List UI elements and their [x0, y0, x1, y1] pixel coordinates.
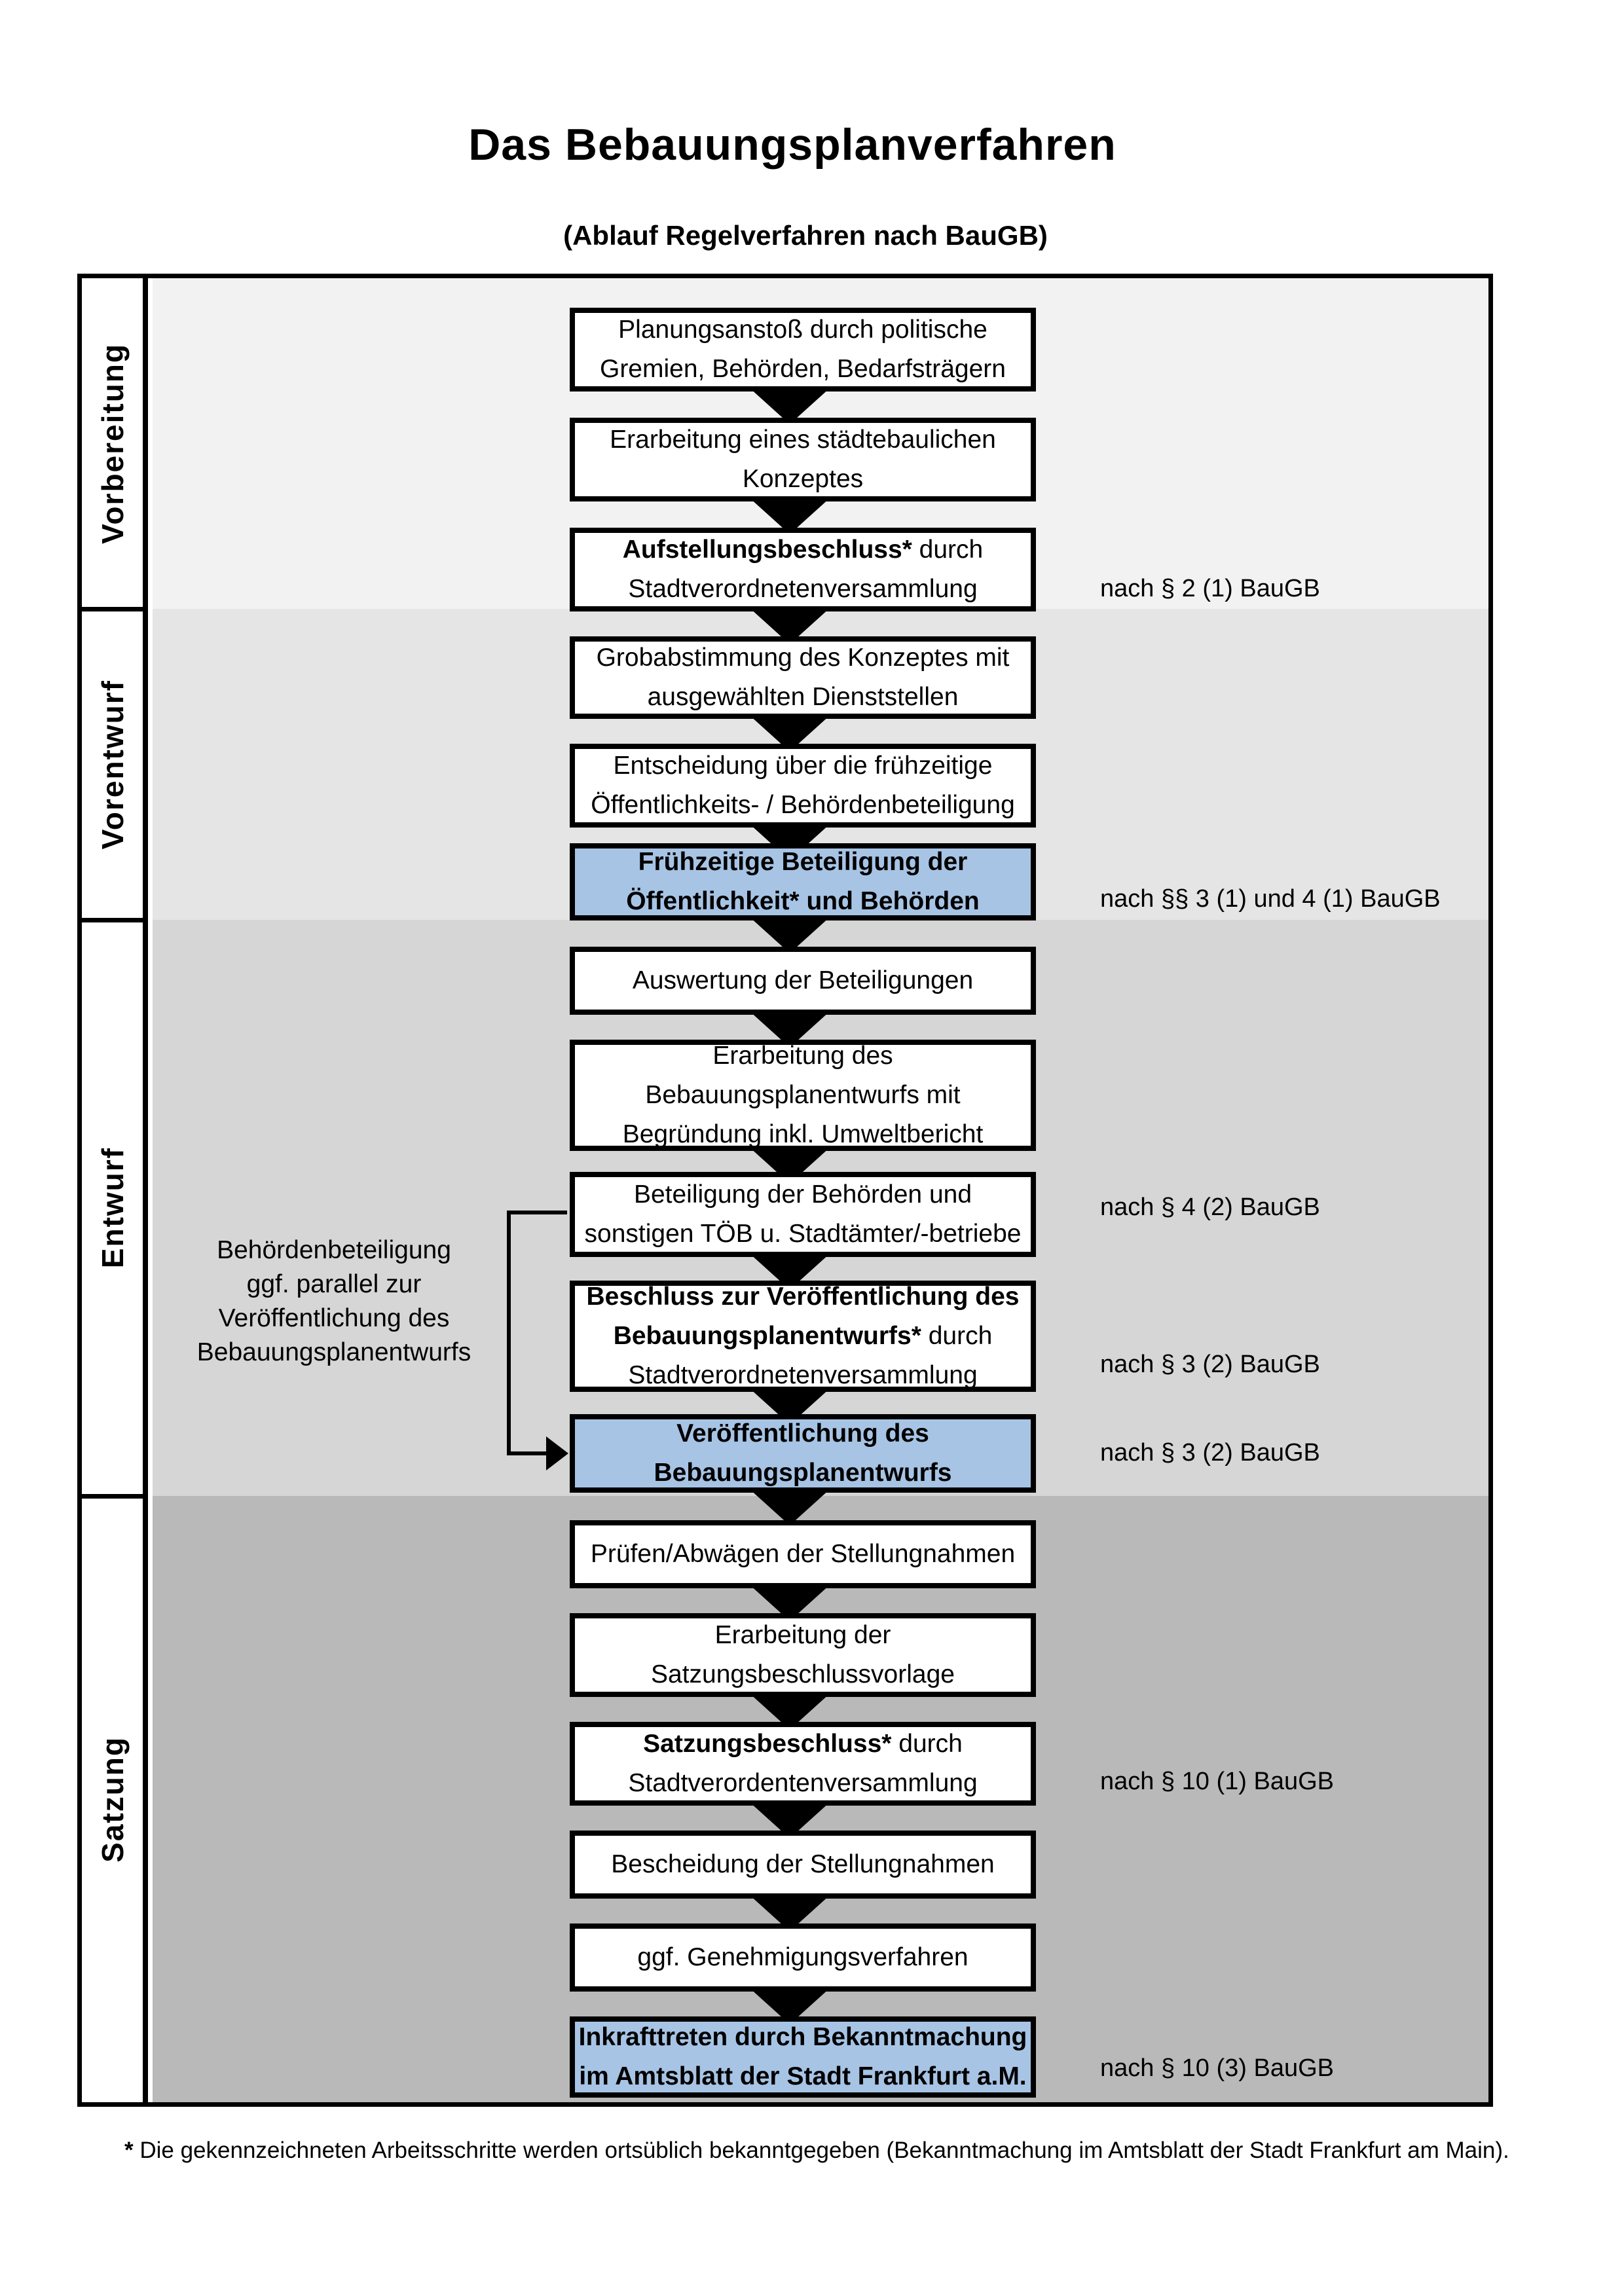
- step-box-line: Aufstellungsbeschluss* durch: [622, 536, 984, 564]
- legal-note: nach § 10 (1) BauGB: [1100, 1768, 1334, 1795]
- legal-note: nach § 3 (2) BauGB: [1100, 1439, 1320, 1467]
- step-box-inkrafttreten: Inkrafttreten durch Bekanntmachung im Amt…: [570, 2016, 1036, 2098]
- phase-separator: [77, 918, 148, 922]
- step-box-line: Beschluss zur Veröffentlichung des: [586, 1283, 1020, 1311]
- step-box-line: Frühzeitige Beteiligung der: [638, 848, 968, 876]
- page-subtitle: (Ablauf Regelverfahren nach BauGB): [563, 220, 1048, 251]
- step-box-genehmigungsverfahren: ggf. Genehmigungsverfahren: [570, 1923, 1036, 1992]
- step-box-line: ausgewählten Dienststellen: [647, 683, 959, 711]
- step-box-grobabstimmung: Grobabstimmung des Konzeptes mit ausgewäh…: [570, 636, 1036, 719]
- step-box-line: Konzeptes: [742, 465, 864, 493]
- phase-column-divider: [143, 278, 148, 2102]
- step-box-beteiligung-behoerden-toeb: Beteiligung der Behörden und sonstigen TÖ…: [570, 1172, 1036, 1257]
- step-box-line: Satzungsbeschlussvorlage: [651, 1660, 955, 1688]
- phase-label-satzung: Satzung: [82, 1496, 143, 2102]
- step-box-line: Gremien, Behörden, Bedarfsträgern: [599, 355, 1006, 383]
- step-box-bescheidung-stellungnahmen: Bescheidung der Stellungnahmen: [570, 1831, 1036, 1899]
- step-box-line: Beteiligung der Behörden und: [633, 1180, 972, 1209]
- phase-label-text: Vorbereitung: [95, 343, 130, 544]
- parallel-connector-bottom: [507, 1451, 549, 1455]
- phase-label-vorentwurf: Vorentwurf: [82, 609, 143, 920]
- step-box-line: sonstigen TÖB u. Stadtämter/-betriebe: [584, 1220, 1022, 1248]
- arrow-down-icon: [749, 1489, 830, 1525]
- step-box-line: Bebauungsplanentwurfs mit: [645, 1081, 961, 1109]
- phase-label-vorbereitung: Vorbereitung: [82, 278, 143, 609]
- step-box-line: Bebauungsplanentwurfs: [654, 1459, 952, 1487]
- step-box-line: Erarbeitung der: [714, 1621, 891, 1649]
- side-note-line: ggf. parallel zur: [246, 1270, 422, 1298]
- step-box-line: Stadtverordentenversammlung: [628, 1769, 978, 1797]
- side-note-line: Veröffentlichung des: [218, 1304, 450, 1332]
- step-box-line: Öffentlichkeits- / Behördenbeteiligung: [591, 791, 1015, 819]
- legal-note: nach § 2 (1) BauGB: [1100, 575, 1320, 602]
- legal-note: nach § 4 (2) BauGB: [1100, 1194, 1320, 1221]
- arrow-right-icon: [546, 1436, 568, 1470]
- phase-separator: [77, 1494, 148, 1499]
- diagram-frame: [77, 274, 1493, 2107]
- legal-note: nach §§ 3 (1) und 4 (1) BauGB: [1100, 885, 1441, 913]
- step-box-line: Stadtverordnetenversammlung: [628, 1361, 978, 1389]
- step-box-line: Veröffentlichung des: [676, 1419, 929, 1448]
- parallel-connector-stub: [507, 1211, 567, 1214]
- step-box-line: Bebauungsplanentwurfs* durch: [613, 1322, 993, 1350]
- phase-label-text: Satzung: [95, 1736, 130, 1863]
- step-box-line: Inkrafttreten durch Bekanntmachung: [578, 2023, 1027, 2051]
- step-box-pruefen-abwaegen-stellungnahmen: Prüfen/Abwägen der Stellungnahmen: [570, 1520, 1036, 1588]
- phase-label-text: Entwurf: [95, 1147, 130, 1269]
- parallel-connector-vertical: [507, 1211, 511, 1455]
- step-box-line: Bescheidung der Stellungnahmen: [611, 1850, 995, 1878]
- footnote: * Die gekennzeichneten Arbeitsschritte w…: [124, 2133, 1509, 2168]
- footnote-text: Die gekennzeichneten Arbeitsschritte wer…: [133, 2138, 1509, 2163]
- legal-note: nach § 10 (3) BauGB: [1100, 2054, 1334, 2082]
- step-box-auswertung-beteiligungen: Auswertung der Beteiligungen: [570, 947, 1036, 1015]
- step-box-line: Öffentlichkeit* und Behörden: [626, 887, 980, 915]
- step-box-line: Erarbeitung eines städtebaulichen: [610, 426, 996, 454]
- legal-note: nach § 3 (2) BauGB: [1100, 1351, 1320, 1378]
- step-box-line: Erarbeitung des: [712, 1042, 893, 1070]
- step-box-line: Grobabstimmung des Konzeptes mit: [596, 644, 1010, 672]
- step-box-line: Begründung inkl. Umweltbericht: [622, 1120, 984, 1148]
- footnote-marker: *: [124, 2138, 134, 2163]
- side-note-line: Behördenbeteiligung: [217, 1236, 451, 1264]
- step-box-line: Entscheidung über die frühzeitige: [613, 752, 993, 780]
- step-box-line: im Amtsblatt der Stadt Frankfurt a.M.: [579, 2062, 1027, 2090]
- phase-separator: [77, 607, 148, 611]
- step-box-line: Prüfen/Abwägen der Stellungnahmen: [590, 1540, 1016, 1568]
- step-box-line: Satzungsbeschluss* durch: [643, 1730, 963, 1758]
- phase-label-entwurf: Entwurf: [82, 920, 143, 1496]
- step-box-line: ggf. Genehmigungsverfahren: [637, 1943, 969, 1971]
- phase-label-text: Vorentwurf: [95, 679, 130, 850]
- side-note-line: Bebauungsplanentwurfs: [196, 1338, 471, 1366]
- step-box-line: Auswertung der Beteiligungen: [632, 966, 974, 994]
- step-box-line: Stadtverordnetenversammlung: [628, 575, 978, 603]
- page-title: Das Bebauungsplanverfahren: [468, 120, 1116, 170]
- step-box-line: Planungsanstoß durch politische: [618, 316, 987, 344]
